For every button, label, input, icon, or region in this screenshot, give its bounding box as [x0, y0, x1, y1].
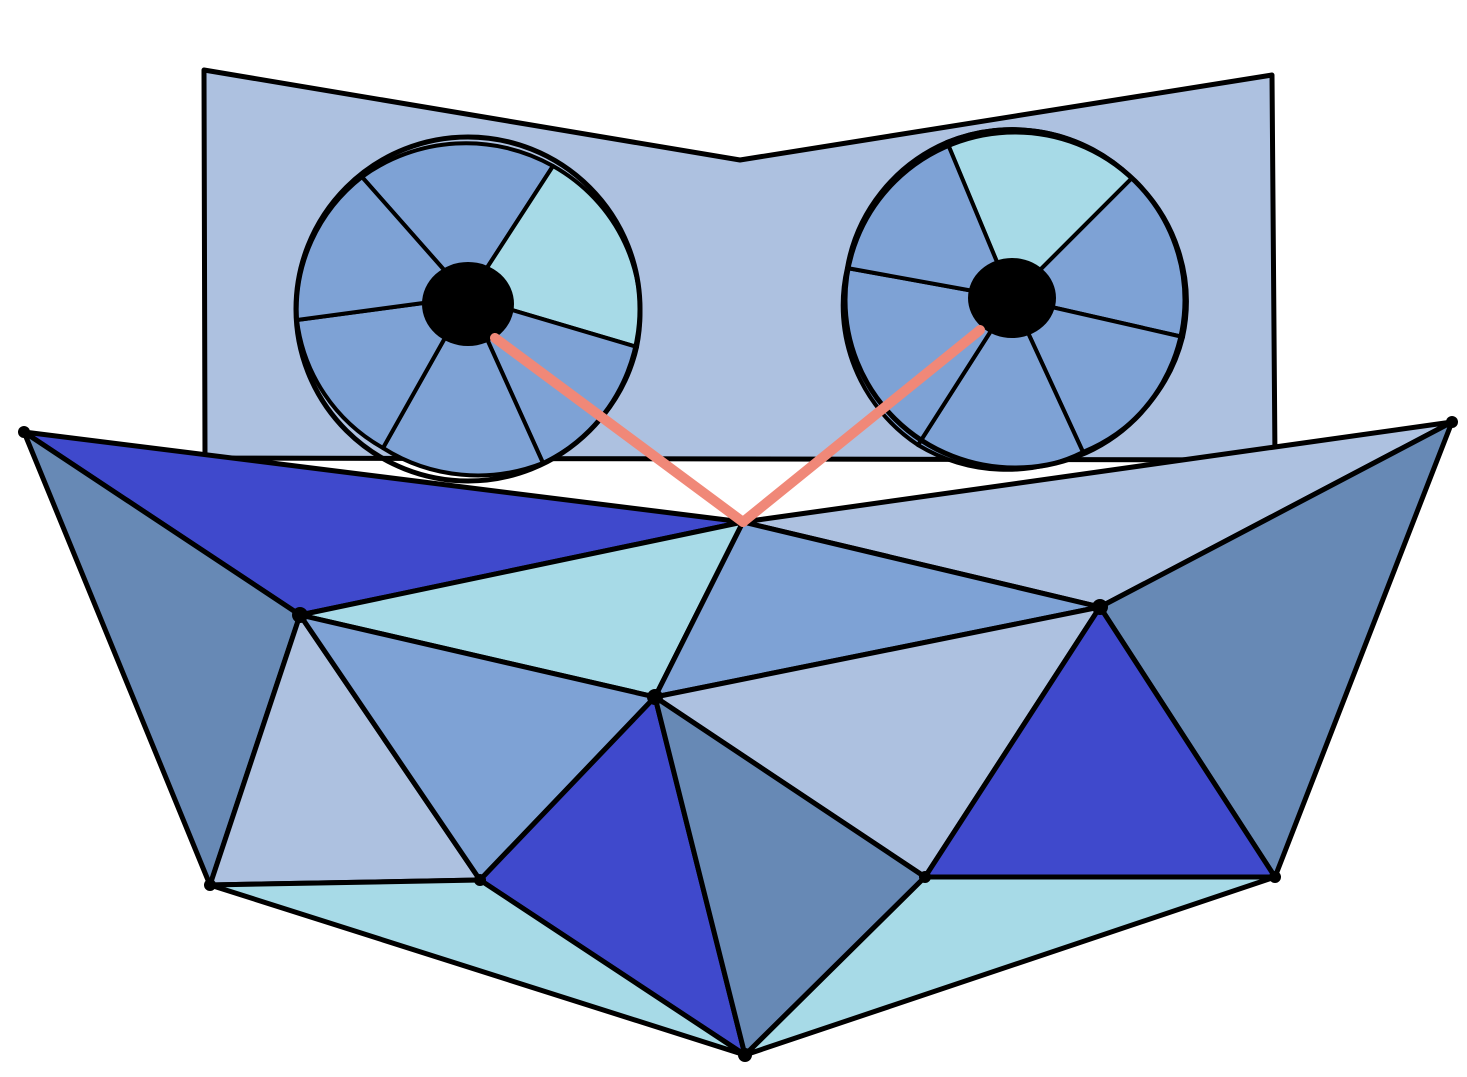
- facet-light-cyan: [742, 874, 1278, 1058]
- body-facets: [21, 419, 1455, 1058]
- beak: [490, 325, 985, 527]
- vertex-dot: [1446, 416, 1458, 428]
- left-eye-rim: [293, 134, 643, 484]
- vertex-dot: [1269, 871, 1281, 883]
- vertex-dot: [1092, 599, 1108, 615]
- vertex-dot: [204, 879, 216, 891]
- vertex-dots: [18, 416, 1458, 1062]
- vertex-dot: [738, 1048, 752, 1062]
- left-eye: [293, 134, 643, 484]
- facet-light-cyan: [207, 877, 748, 1058]
- beak-line-right: [738, 325, 985, 527]
- right-eye: [840, 127, 1189, 472]
- right-eye-rim: [842, 129, 1188, 471]
- right-pupil: [968, 258, 1056, 338]
- vertex-dot: [474, 874, 486, 886]
- vertex-dot: [647, 689, 663, 705]
- vertex-dot: [919, 871, 931, 883]
- left-eye-segment: [360, 141, 555, 299]
- vertex-dot: [292, 607, 308, 623]
- beak-line-left: [490, 333, 748, 527]
- left-pupil: [422, 262, 514, 346]
- vertex-dot: [18, 426, 30, 438]
